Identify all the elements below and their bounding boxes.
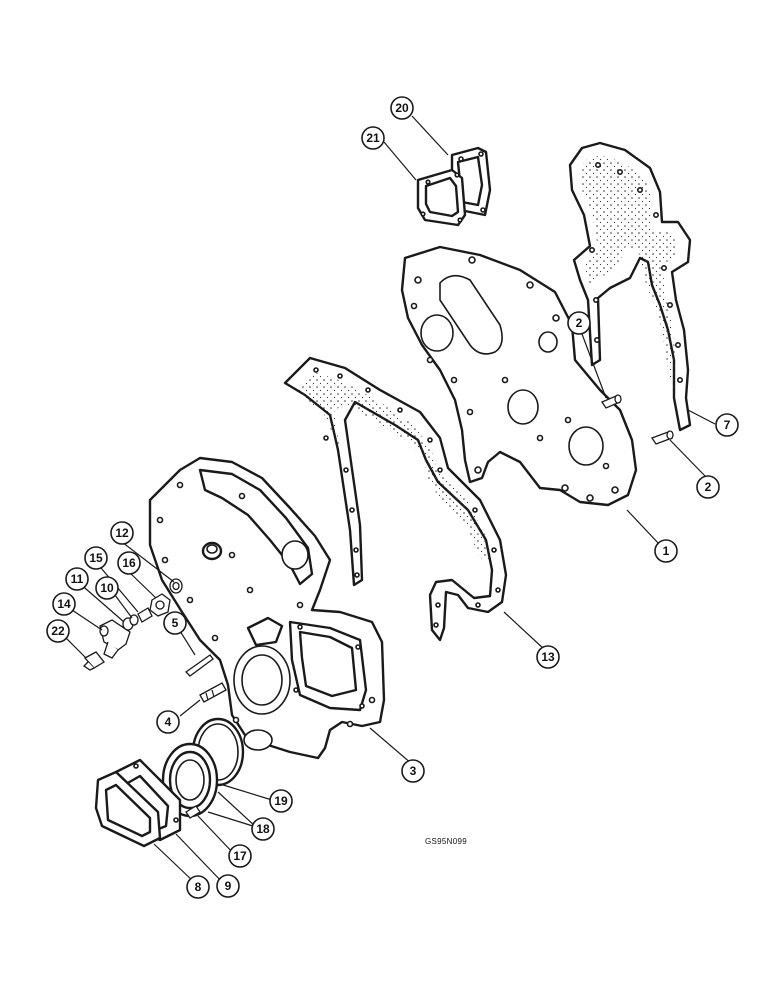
callout-17: 17 (228, 844, 252, 868)
front-plate (400, 245, 638, 507)
cover-gasket (416, 168, 467, 227)
pin-17 (185, 805, 201, 819)
callout-9-label: 9 (225, 879, 232, 893)
callout-8-label: 8 (195, 880, 202, 894)
callout-19-label: 19 (274, 794, 288, 808)
front-plate-gasket (283, 356, 508, 642)
callout-22-label: 22 (51, 624, 65, 638)
callout-12-label: 12 (115, 526, 129, 540)
callout-18-label: 18 (256, 822, 270, 836)
leader-lines (59, 115, 716, 885)
gasket-8 (94, 770, 162, 848)
tee-fitting (99, 619, 131, 659)
callout-2-lower-label: 2 (705, 480, 712, 494)
callout-4: 4 (156, 710, 180, 734)
stud (199, 682, 227, 703)
callout-5: 5 (163, 611, 187, 635)
adapter-15 (137, 607, 153, 623)
pin (184, 654, 214, 677)
callout-3-label: 3 (410, 764, 417, 778)
callout-11: 11 (65, 567, 89, 591)
callout-16-label: 16 (122, 556, 136, 570)
callout-22: 22 (46, 619, 70, 643)
callout-20-label: 20 (395, 101, 409, 115)
callout-16: 16 (117, 551, 141, 575)
callout-15-label: 15 (89, 551, 103, 565)
figure-reference-code: GS95N099 (425, 837, 467, 846)
callout-7: 7 (715, 413, 739, 437)
callout-15: 15 (84, 546, 108, 570)
callout-13-label: 13 (541, 650, 555, 664)
callout-3: 3 (401, 759, 425, 783)
rear-gasket (568, 141, 692, 432)
gear-housing (148, 456, 386, 760)
plug (82, 651, 105, 671)
callout-11-label: 11 (71, 572, 84, 586)
callout-1: 1 (654, 539, 678, 563)
callout-20: 20 (390, 96, 414, 120)
callout-9: 9 (216, 874, 240, 898)
dowel-lower (651, 430, 674, 445)
callout-10: 10 (95, 576, 119, 600)
callout-17-label: 17 (233, 849, 247, 863)
callout-14-label: 14 (57, 597, 71, 611)
o-ring-12 (169, 578, 183, 594)
callout-21: 21 (361, 126, 385, 150)
callout-7-label: 7 (724, 418, 731, 432)
nut-16 (149, 593, 171, 617)
callout-4-label: 4 (165, 715, 172, 729)
callout-8: 8 (186, 875, 210, 899)
callout-19: 19 (269, 789, 293, 813)
callout-2-upper: 2 (567, 311, 591, 335)
callout-13: 13 (536, 645, 560, 669)
callout-2-lower: 2 (696, 475, 720, 499)
callout-14: 14 (52, 592, 76, 616)
callout-2-upper-label: 2 (576, 316, 583, 330)
dowel-upper (601, 394, 622, 409)
callout-21-label: 21 (366, 131, 380, 145)
callout-10-label: 10 (100, 581, 114, 595)
callout-1-label: 1 (663, 544, 670, 558)
callout-18: 18 (251, 817, 275, 841)
callout-12: 12 (110, 521, 134, 545)
callout-5-label: 5 (172, 616, 179, 630)
